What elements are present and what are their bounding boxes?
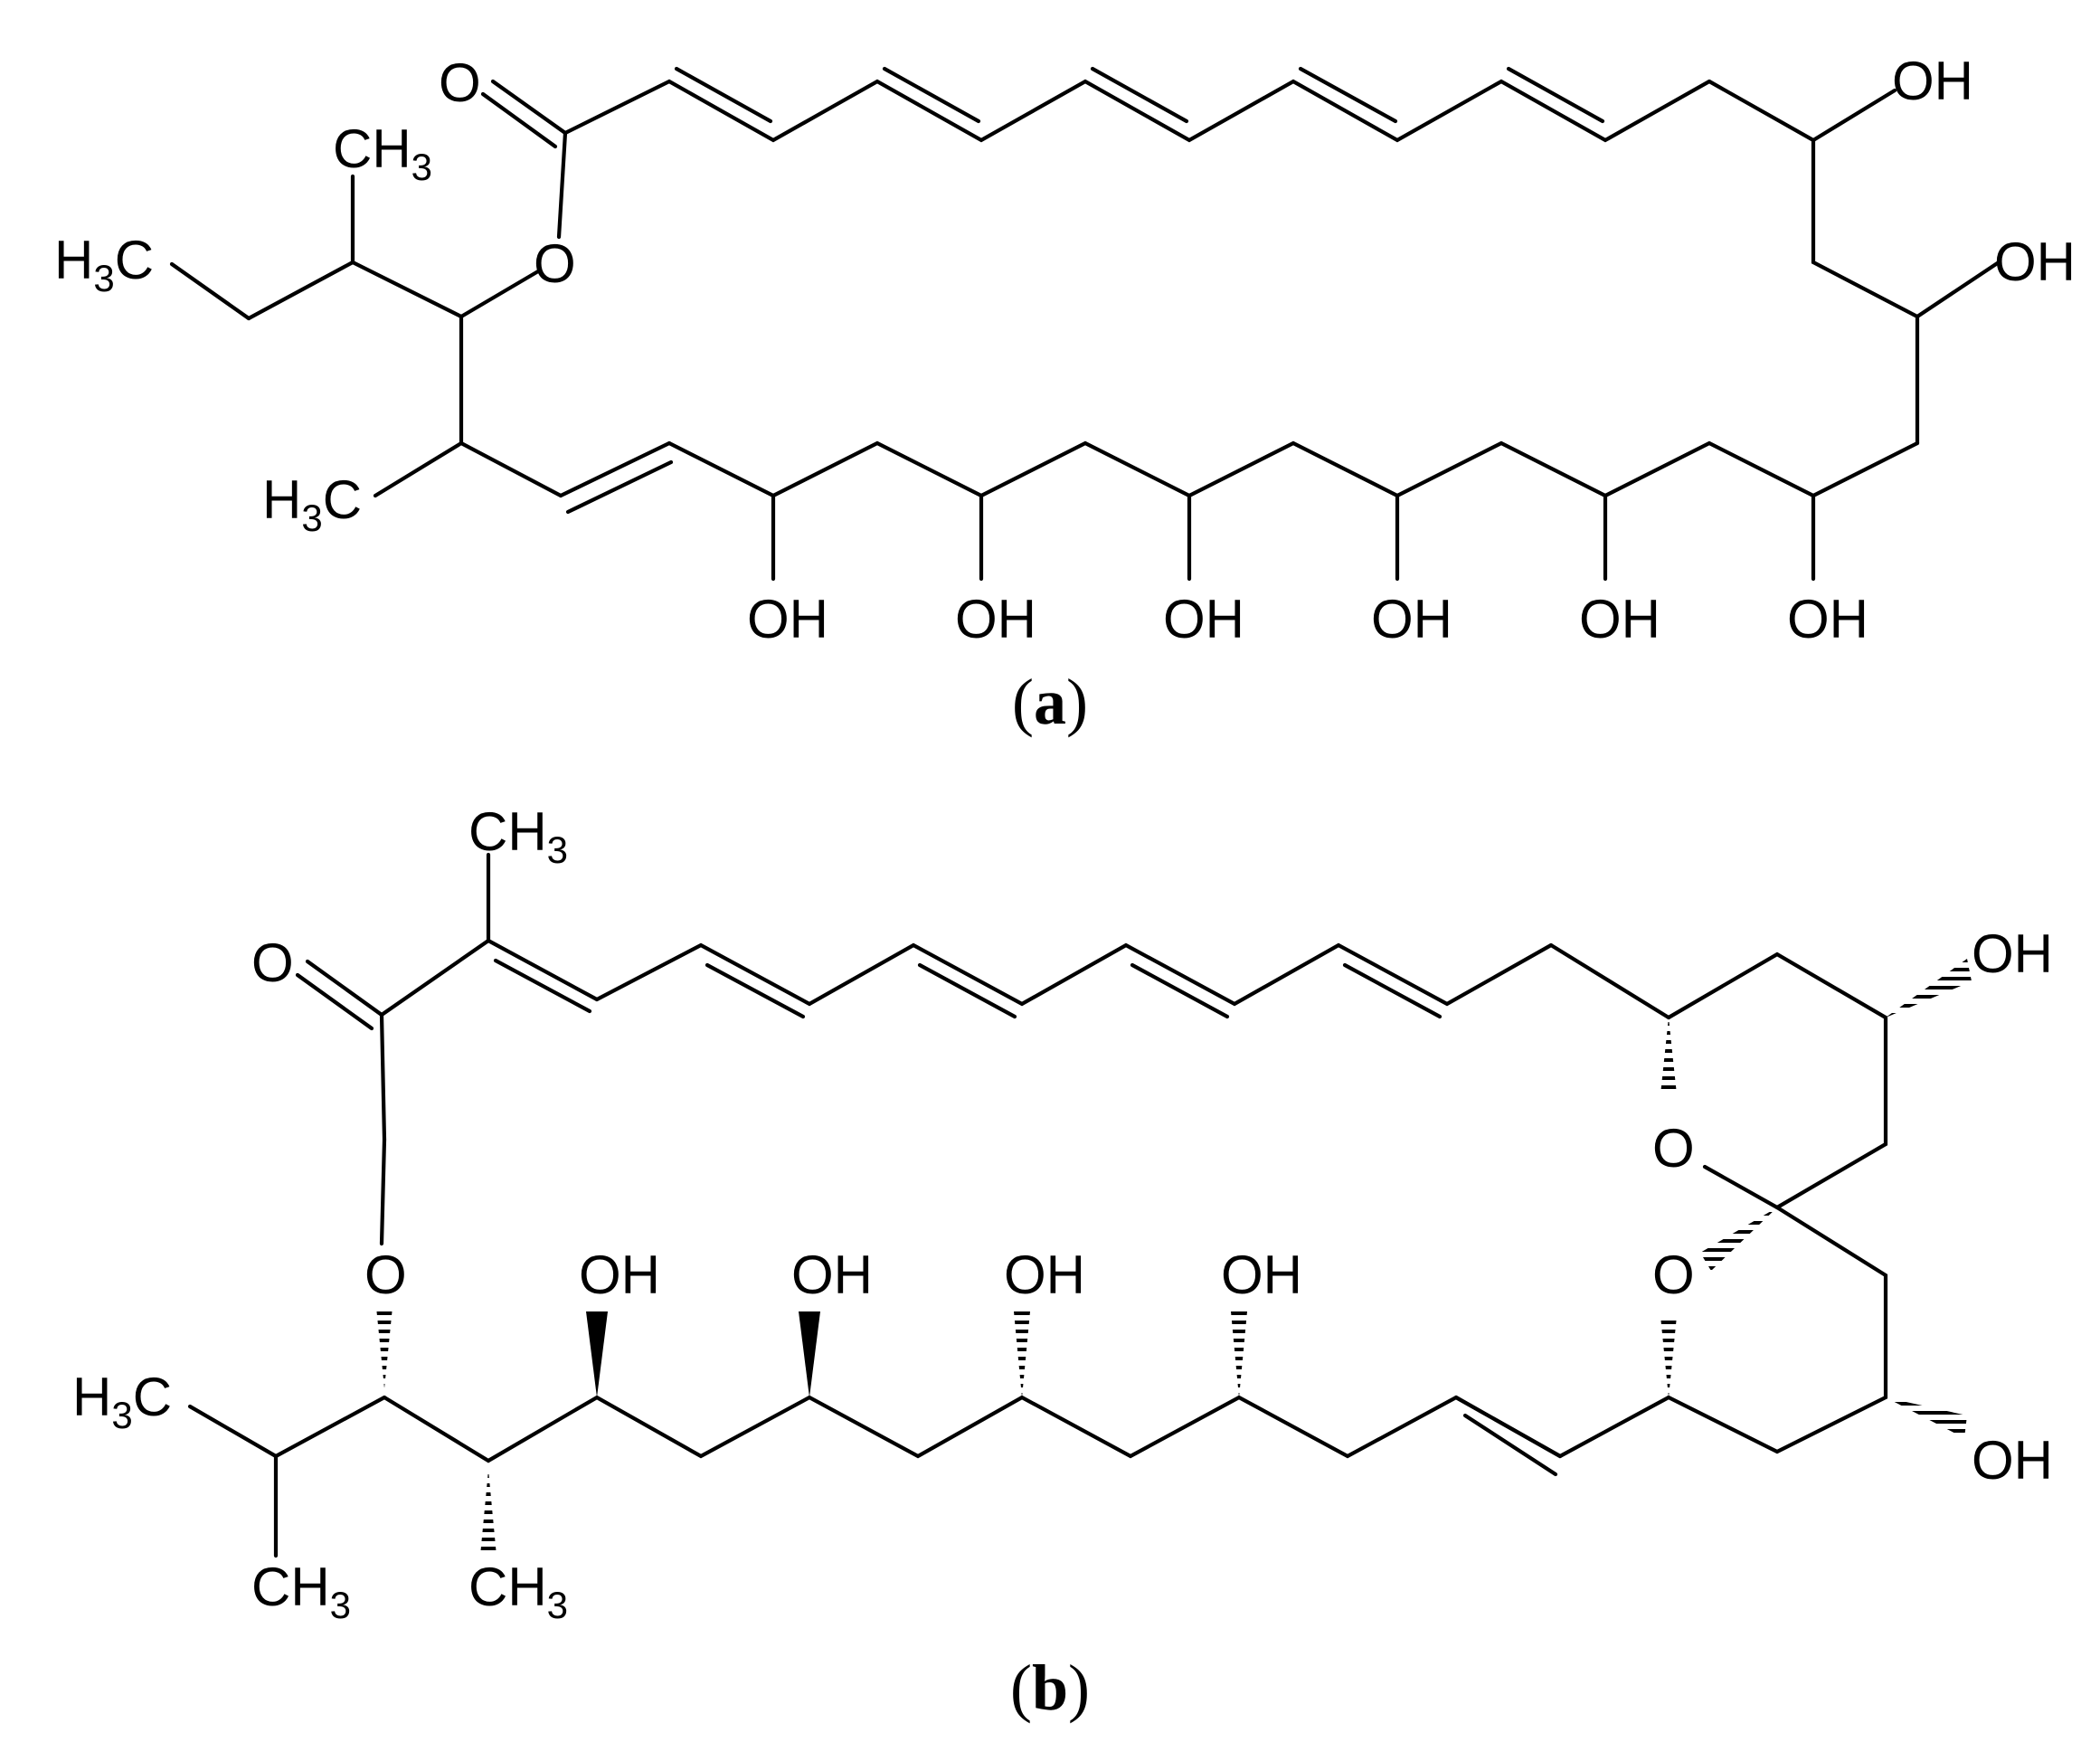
atom-label: OH <box>1892 51 1973 111</box>
atom-label: OH <box>1004 1245 1085 1305</box>
atom-label: O <box>1652 1118 1695 1179</box>
atom-label: OH <box>1579 589 1660 649</box>
molecule-a-atoms: O O CH3 H3C H3C OH OH OH OH OH OH OH OH <box>54 51 2076 649</box>
molecule-a: O O CH3 H3C H3C OH OH OH OH OH OH OH OH … <box>54 51 2076 738</box>
atom-label: OH <box>1787 589 1868 649</box>
molecule-b: CH3 O O O O OH OH OH OH OH OH H3C CH3 CH… <box>72 801 2053 1724</box>
molecule-a-bonds <box>169 66 2001 582</box>
atom-label: O <box>439 52 481 113</box>
panel-a-caption: (a) <box>1012 666 1088 738</box>
atom-label: CH3 <box>333 118 432 188</box>
atom-label: O <box>364 1245 407 1305</box>
atom-label: OH <box>791 1245 873 1305</box>
atom-label: OH <box>579 1245 660 1305</box>
atom-label: OH <box>1163 589 1244 649</box>
atom-label: CH3 <box>468 1557 568 1626</box>
molecule-b-bonds <box>187 852 1972 1558</box>
atom-label: H3C <box>54 230 154 299</box>
atom-label: OH <box>1972 923 2053 984</box>
atom-label: OH <box>1994 232 2076 292</box>
atom-label: OH <box>1972 1430 2053 1491</box>
atom-label: O <box>534 233 576 294</box>
atom-label: O <box>1652 1245 1695 1305</box>
atom-label: OH <box>1371 589 1452 649</box>
panel-b-caption: (b) <box>1010 1652 1090 1724</box>
atom-label: H3C <box>72 1367 172 1436</box>
atom-label: OH <box>1221 1245 1302 1305</box>
molecule-b-atoms: CH3 O O O O OH OH OH OH OH OH H3C CH3 CH… <box>72 801 2053 1626</box>
atom-label: CH3 <box>251 1557 351 1626</box>
atom-label: CH3 <box>468 801 568 871</box>
atom-label: OH <box>955 589 1036 649</box>
atom-label: H3C <box>262 469 362 539</box>
atom-label: OH <box>747 589 828 649</box>
atom-label: O <box>251 933 294 993</box>
